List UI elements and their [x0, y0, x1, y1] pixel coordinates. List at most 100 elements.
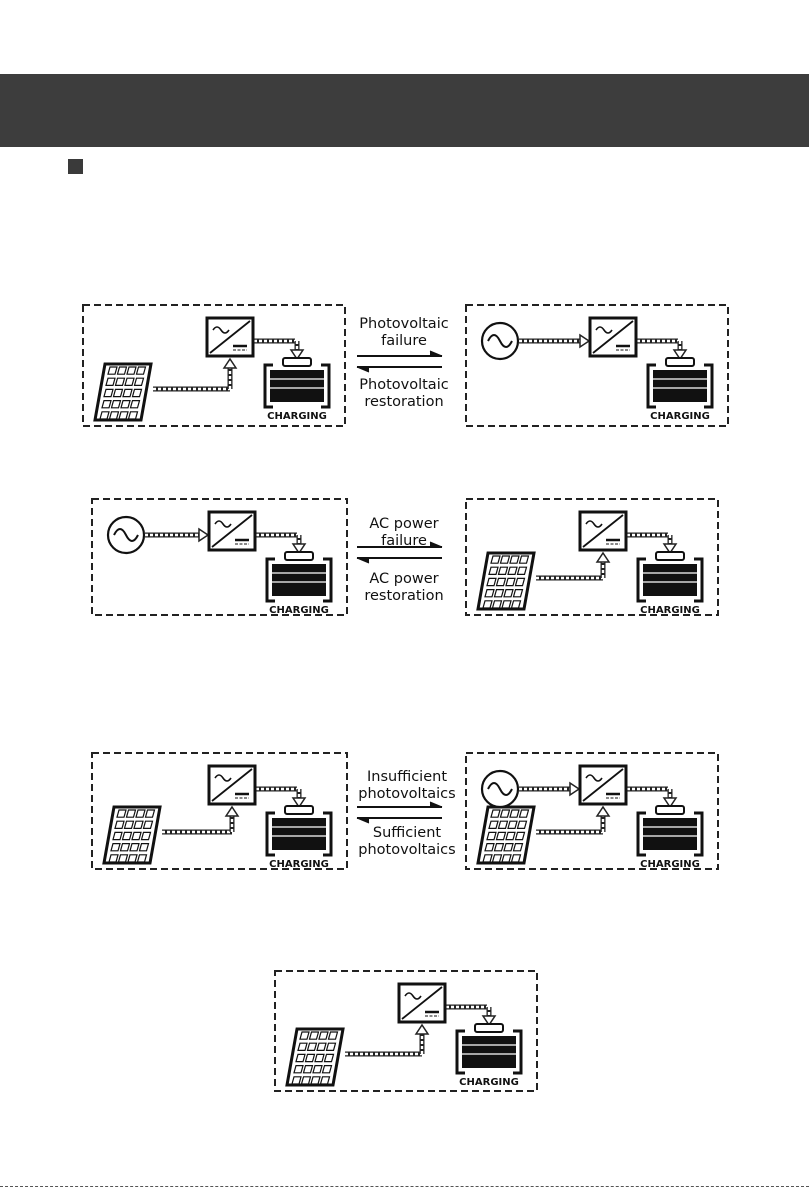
panel-cell	[489, 567, 498, 574]
panel-cell	[132, 832, 141, 839]
battery-cells	[462, 1036, 516, 1068]
arrow-right-head	[430, 542, 442, 547]
solar-panel-icon	[104, 807, 160, 863]
panel-cell	[106, 378, 115, 385]
panel-cell	[110, 412, 119, 419]
arrow-right-head	[430, 802, 442, 807]
panel-cell	[485, 844, 494, 851]
panel-cell	[102, 401, 111, 408]
panel-cell	[325, 1054, 334, 1061]
panel-cell	[123, 832, 132, 839]
panel-cell	[112, 401, 121, 408]
battery-cells	[272, 564, 326, 596]
panel-cell	[491, 556, 500, 563]
inverter-icon	[209, 512, 255, 550]
panel-cell	[125, 378, 134, 385]
panel-cell	[130, 844, 139, 851]
ac-source-icon	[108, 517, 144, 553]
panel-cell	[327, 1043, 336, 1050]
battery-charging-label: CHARGING	[640, 605, 700, 616]
panel-cell	[502, 855, 511, 862]
panel-cell	[100, 412, 109, 419]
battery-icon: CHARGING	[648, 358, 712, 422]
battery-charging-label: CHARGING	[650, 411, 710, 422]
battery-charging-label: CHARGING	[459, 1077, 519, 1088]
panel-cell	[137, 367, 146, 374]
panel-cell	[483, 601, 492, 608]
inverter-icon	[399, 984, 445, 1022]
page-bottom-rule	[0, 1186, 809, 1187]
panel-cell	[116, 378, 125, 385]
battery-icon: CHARGING	[457, 1024, 521, 1088]
panel-cell	[121, 844, 130, 851]
panel-cell	[119, 412, 128, 419]
panel-cell	[113, 832, 122, 839]
panel-cell	[292, 1077, 301, 1084]
panel-cell	[504, 844, 513, 851]
panel-cell	[489, 821, 498, 828]
panel-cell	[497, 832, 506, 839]
panel-cell	[516, 832, 525, 839]
panel-cell	[138, 855, 147, 862]
panel-cell	[510, 810, 519, 817]
panel-cell	[315, 1054, 324, 1061]
panel-cell	[296, 1054, 305, 1061]
arrow-head	[199, 529, 208, 541]
arrow-head	[597, 553, 609, 562]
panel-cell	[115, 821, 124, 828]
solar-panel-icon	[478, 807, 534, 863]
panel-cell	[311, 1077, 320, 1084]
panel-cell	[109, 855, 118, 862]
panel-cell	[136, 810, 145, 817]
arrow-head	[224, 359, 236, 368]
panel-cell	[504, 590, 513, 597]
battery-charging-label: CHARGING	[267, 411, 327, 422]
panel-cell	[483, 855, 492, 862]
arrow-left-head	[357, 367, 369, 372]
arrow-head	[416, 1025, 428, 1034]
solar-panel-icon	[478, 553, 534, 609]
ac-source-icon	[482, 323, 518, 359]
battery-icon: CHARGING	[638, 552, 702, 616]
battery-terminal	[285, 552, 313, 560]
battery-charging-label: CHARGING	[269, 859, 329, 870]
panel-cell	[502, 601, 511, 608]
arrow-left-head	[357, 818, 369, 823]
battery-terminal	[285, 806, 313, 814]
panel-cell	[518, 821, 527, 828]
panel-cell	[501, 556, 510, 563]
panel-cell	[310, 1032, 319, 1039]
panel-cell	[323, 1066, 332, 1073]
arrow-head	[226, 807, 238, 816]
panel-cell	[118, 367, 127, 374]
panel-cell	[300, 1032, 309, 1039]
panel-cell	[114, 389, 123, 396]
panel-cell	[512, 855, 521, 862]
battery-charging-label: CHARGING	[640, 859, 700, 870]
battery-icon: CHARGING	[267, 806, 331, 870]
battery-cells	[643, 818, 697, 850]
battery-cells	[653, 370, 707, 402]
inverter-icon	[209, 766, 255, 804]
panel-cell	[128, 855, 137, 862]
inverter-icon	[580, 766, 626, 804]
panel-cell	[304, 1066, 313, 1073]
panel-cell	[508, 567, 517, 574]
inverter-icon	[207, 318, 253, 356]
panel-cell	[104, 389, 113, 396]
panel-cell	[501, 810, 510, 817]
panel-cell	[518, 567, 527, 574]
arrow-head	[580, 335, 589, 347]
inverter-icon	[580, 512, 626, 550]
panel-cell	[485, 590, 494, 597]
panel-cell	[313, 1066, 322, 1073]
row1-switch-arrows	[357, 351, 442, 372]
panel-cell	[497, 578, 506, 585]
panel-cell	[512, 601, 521, 608]
panel-cell	[520, 556, 529, 563]
panel-cell	[319, 1032, 328, 1039]
solar-panel-icon	[287, 1029, 343, 1085]
panel-cell	[520, 810, 529, 817]
panel-cell	[134, 821, 143, 828]
